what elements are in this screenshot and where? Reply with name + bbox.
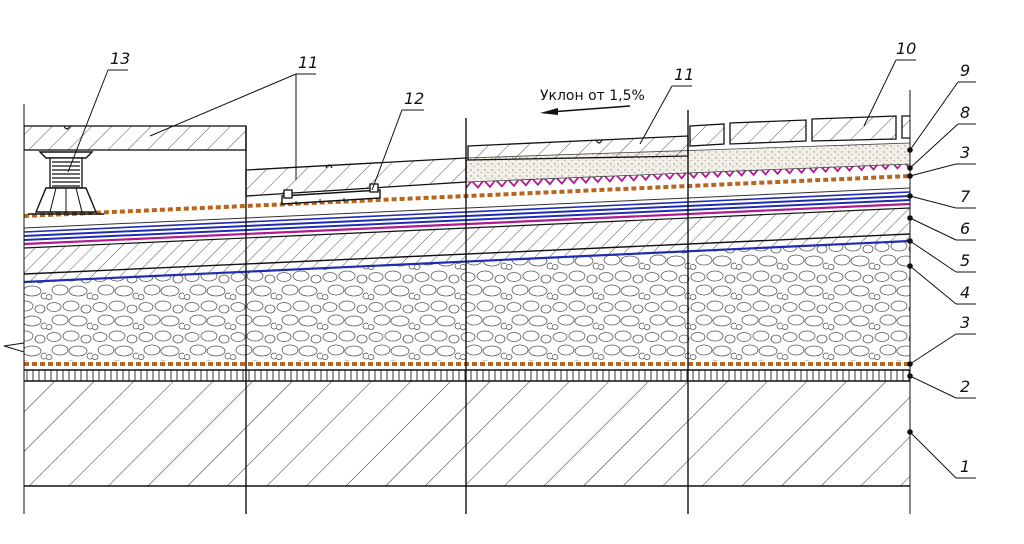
callout-2: 2 bbox=[960, 377, 970, 396]
slope-text: Уклон от 1,5% bbox=[540, 88, 645, 104]
paving-tile-far-right-1 bbox=[689, 123, 725, 147]
callout-5: 5 bbox=[960, 251, 970, 270]
callout-10: 10 bbox=[896, 39, 916, 58]
adjustable-pedestal bbox=[28, 151, 104, 215]
paving-tile-middle bbox=[245, 157, 467, 197]
paving-tile-far-right-3 bbox=[811, 115, 897, 142]
callout-12: 12 bbox=[404, 89, 424, 108]
leader-dots bbox=[907, 147, 913, 435]
paving-tile-left bbox=[24, 125, 247, 151]
slope-indicator: Уклон от 1,5% bbox=[540, 88, 645, 115]
callout-4: 4 bbox=[960, 283, 970, 302]
magenta-membrane bbox=[24, 202, 910, 246]
callout-3-upper: 3 bbox=[960, 143, 970, 162]
callout-6: 6 bbox=[960, 219, 970, 238]
geotextile-upper bbox=[24, 174, 910, 218]
support-bracket bbox=[281, 183, 381, 205]
callout-9: 9 bbox=[960, 61, 970, 80]
callout-7: 7 bbox=[960, 187, 971, 206]
callout-1: 1 bbox=[960, 457, 970, 476]
insulation-strip bbox=[24, 370, 910, 381]
paving-tile-right bbox=[467, 135, 689, 161]
leader-lines bbox=[67, 59, 976, 479]
blue-membrane-1 bbox=[24, 199, 910, 241]
callout-11-right: 11 bbox=[674, 65, 694, 84]
callout-13: 13 bbox=[110, 49, 130, 68]
concrete-slab bbox=[24, 381, 910, 486]
callout-3-lower: 3 bbox=[960, 313, 970, 332]
callout-8: 8 bbox=[960, 103, 970, 122]
paving-tile-far-right-2 bbox=[729, 119, 807, 145]
callout-11-top: 11 bbox=[298, 53, 318, 72]
